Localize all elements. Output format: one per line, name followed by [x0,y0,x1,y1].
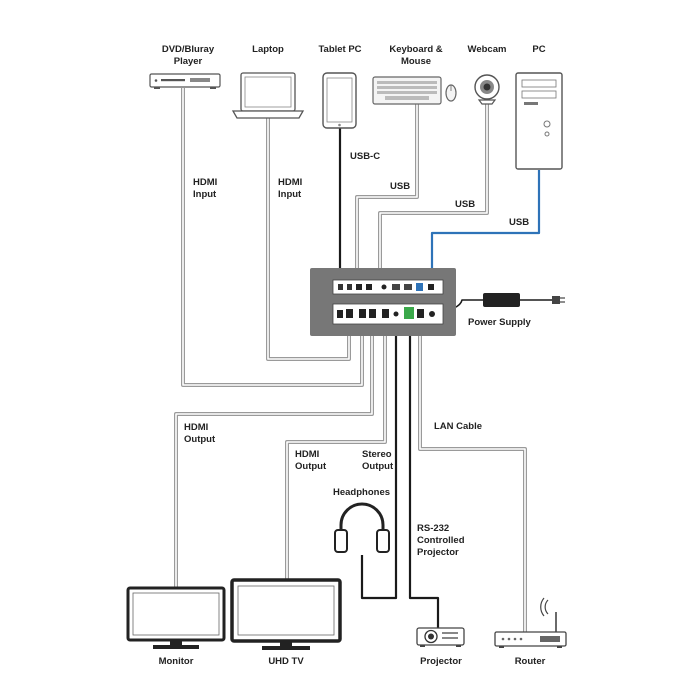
label-webcam: Webcam [467,44,507,55]
label-headphones: Headphones [333,487,391,498]
label-hdmi-input-1: HDMI Input [193,177,218,200]
label-uhd-tv: UHD TV [268,656,304,667]
label-usb-c: USB-C [350,151,381,162]
webcam-usb-cable [378,103,489,280]
laptop-hdmi-cable [266,118,351,361]
label-power-supply: Power Supply [468,317,531,328]
stereo-audio-cable [360,332,398,600]
rs232-terminal [404,307,414,319]
label-tablet: Tablet PC [318,44,362,55]
lan-cable [418,330,527,632]
power-supply-icon [483,293,565,307]
pc-usb-cable [430,170,541,280]
rs232-cable [408,326,440,628]
label-pc: PC [532,44,546,55]
label-hdmi-output-1: HDMI Output [184,422,216,445]
presentation-switcher [310,268,456,336]
label-monitor: Monitor [158,656,194,667]
front-panel [332,279,444,295]
label-dvd-player: DVD/Bluray Player [161,44,215,67]
label-usb-keyboard: USB [390,181,411,192]
label-keyboard-mouse: Keyboard & Mouse [389,44,443,67]
label-lan-cable: LAN Cable [434,421,483,432]
label-laptop: Laptop [252,44,284,55]
label-hdmi-output-2: HDMI Output [295,449,327,472]
router-icon [494,597,567,648]
dvd-player-icon [149,73,221,89]
label-router: Router [514,656,546,667]
rear-panel [332,303,444,325]
keyboard-usb-cable [355,103,419,280]
label-usb-webcam: USB [455,199,476,210]
label-usb-pc: USB [509,217,530,228]
webcam-icon [474,74,500,105]
monitor-hdmi-cable [174,332,374,588]
tablet-icon [322,72,357,129]
cables [174,88,552,632]
laptop-icon [231,72,305,119]
dvd-hdmi-cable [181,88,364,387]
pc-tower-icon [515,72,563,170]
uhdtv-hdmi-cable [285,332,387,580]
projector-icon [416,627,465,647]
label-projector: Projector [420,656,462,667]
keyboard-mouse-icon [372,76,457,105]
label-rs232: RS-232 Controlled Projector [417,523,465,558]
headphones-icon [334,502,390,553]
uhd-tv-icon [230,578,342,650]
monitor-icon [126,586,226,649]
label-hdmi-input-2: HDMI Input [278,177,303,200]
label-stereo-output: Stereo Output [362,449,394,472]
